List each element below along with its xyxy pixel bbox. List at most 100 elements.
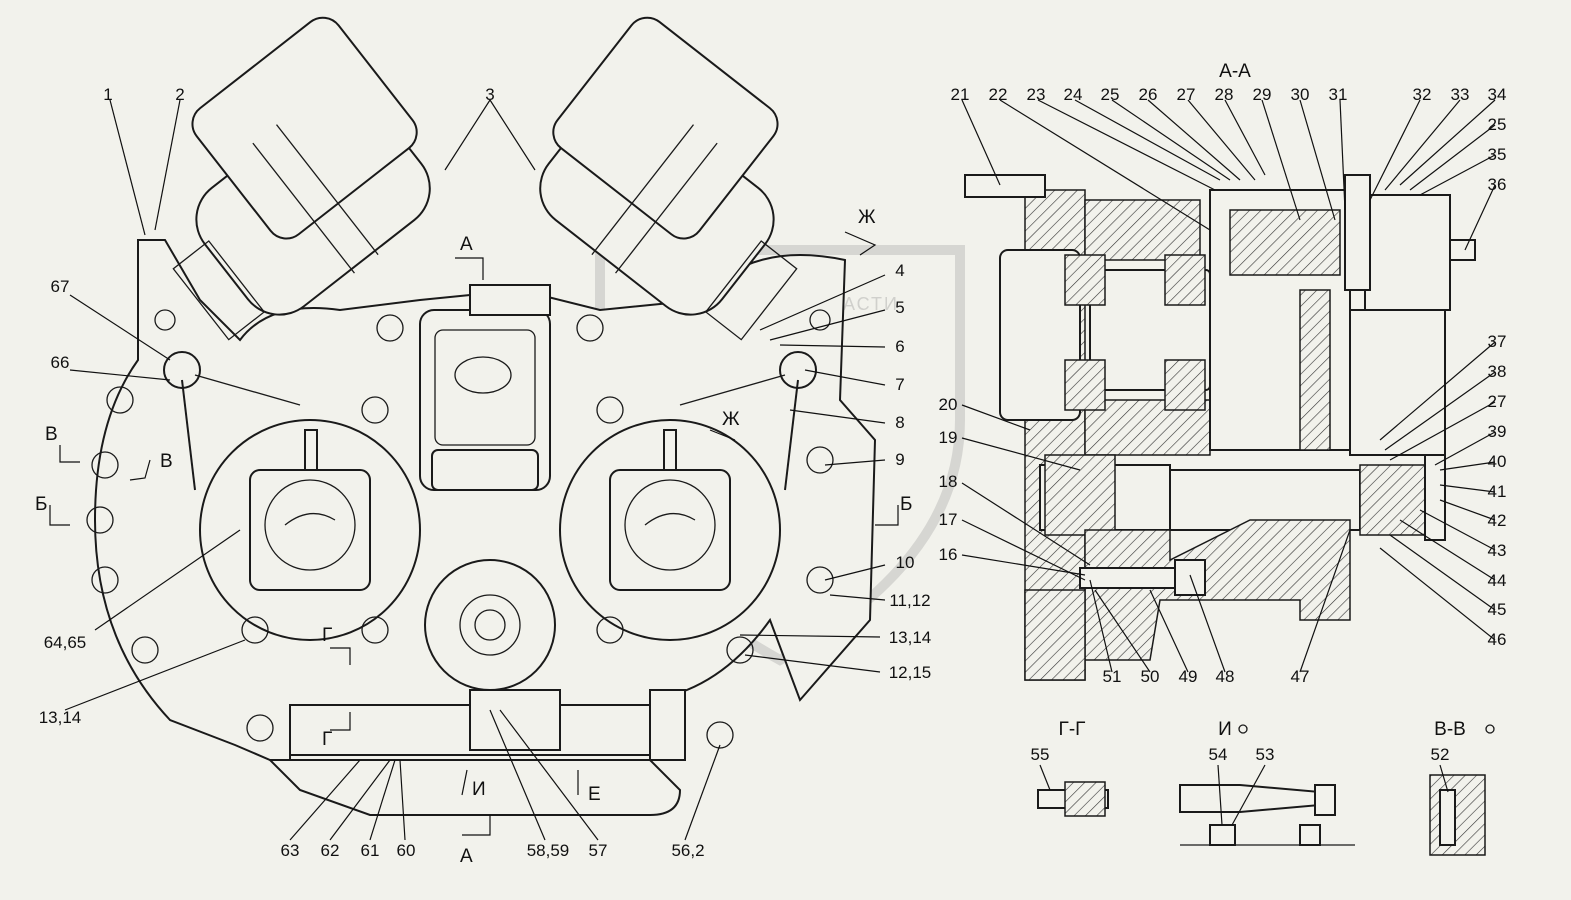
callout: 12,15 bbox=[889, 663, 932, 682]
callout: 24 bbox=[1064, 85, 1083, 104]
callout: 48 bbox=[1216, 667, 1235, 686]
callout: 5 bbox=[895, 298, 904, 317]
callout: 41 bbox=[1488, 482, 1507, 501]
section-marks bbox=[49, 231, 899, 836]
title-section-vv: В-В bbox=[1434, 719, 1466, 740]
marker-zh-top: Ж bbox=[858, 207, 876, 228]
callout: 19 bbox=[939, 428, 958, 447]
leaders-aa bbox=[961, 99, 1496, 673]
section-vv bbox=[1429, 764, 1486, 856]
callout: 62 bbox=[321, 841, 340, 860]
callout: 60 bbox=[397, 841, 416, 860]
callout: 21 bbox=[951, 85, 970, 104]
bolts bbox=[86, 309, 834, 749]
callout: 45 bbox=[1488, 600, 1507, 619]
section-aa bbox=[964, 174, 1476, 681]
marker-b-left: Б bbox=[35, 494, 47, 515]
callout: 39 bbox=[1488, 422, 1507, 441]
section-gg bbox=[1037, 764, 1109, 817]
callout: 27 bbox=[1177, 85, 1196, 104]
section-ii bbox=[1179, 764, 1355, 846]
callout: 49 bbox=[1179, 667, 1198, 686]
callout: 58,59 bbox=[527, 841, 570, 860]
marker-v-right: В bbox=[160, 451, 173, 472]
callout: 30 bbox=[1291, 85, 1310, 104]
callout: 67 bbox=[51, 277, 70, 296]
callout: 42 bbox=[1488, 511, 1507, 530]
callout: 57 bbox=[589, 841, 608, 860]
callout: 56,2 bbox=[671, 841, 704, 860]
marker-e-arrow: Е bbox=[588, 784, 601, 805]
right-chamber bbox=[539, 16, 798, 341]
marker-v-left: В bbox=[45, 424, 58, 445]
callout: 29 bbox=[1253, 85, 1272, 104]
callout: 2 bbox=[175, 85, 184, 104]
marker-b-right: Б bbox=[900, 494, 912, 515]
callout: 10 bbox=[896, 553, 915, 572]
callout: 50 bbox=[1141, 667, 1160, 686]
callout: 51 bbox=[1103, 667, 1122, 686]
callouts-aa: 21 22 23 24 25 26 27 28 29 30 31 32 33 3… bbox=[939, 85, 1507, 764]
callout: 1 bbox=[103, 85, 112, 104]
rotate-icon bbox=[1485, 724, 1495, 734]
left-hub bbox=[199, 419, 421, 641]
callout: 52 bbox=[1431, 745, 1450, 764]
callout: 32 bbox=[1413, 85, 1432, 104]
main-view bbox=[49, 16, 899, 841]
lower-hub bbox=[424, 559, 556, 691]
callout: 61 bbox=[361, 841, 380, 860]
callout: 13,14 bbox=[889, 628, 932, 647]
callout: 44 bbox=[1488, 571, 1507, 590]
marker-a-top: А bbox=[460, 234, 473, 255]
callout: 47 bbox=[1291, 667, 1310, 686]
callout: 46 bbox=[1488, 630, 1507, 649]
callout: 37 bbox=[1488, 332, 1507, 351]
callout: 34 bbox=[1488, 85, 1507, 104]
callout: 25 bbox=[1101, 85, 1120, 104]
callout: 53 bbox=[1256, 745, 1275, 764]
callout: 8 bbox=[895, 413, 904, 432]
callout: 31 bbox=[1329, 85, 1348, 104]
callout: 16 bbox=[939, 545, 958, 564]
callout: 9 bbox=[895, 450, 904, 469]
title-section-aa: А-А bbox=[1219, 61, 1251, 82]
callout: 36 bbox=[1488, 175, 1507, 194]
marker-zh-mid: Ж bbox=[722, 409, 740, 430]
callout: 6 bbox=[895, 337, 904, 356]
callout: 26 bbox=[1139, 85, 1158, 104]
callout: 23 bbox=[1027, 85, 1046, 104]
title-section-gg: Г-Г bbox=[1059, 719, 1086, 740]
callout: 66 bbox=[51, 353, 70, 372]
marker-a-bottom: А bbox=[460, 846, 473, 867]
callout: 54 bbox=[1209, 745, 1228, 764]
callout: 33 bbox=[1451, 85, 1470, 104]
callouts-main: 1 2 3 4 5 6 7 8 9 10 11,12 13,14 12,15 6… bbox=[39, 85, 932, 860]
left-chamber bbox=[172, 16, 431, 341]
marker-g-top: Г bbox=[322, 625, 332, 646]
callout: 4 bbox=[895, 261, 904, 280]
callout: 64,65 bbox=[44, 633, 87, 652]
callout: 3 bbox=[485, 85, 494, 104]
callout: 38 bbox=[1488, 362, 1507, 381]
callout: 43 bbox=[1488, 541, 1507, 560]
callout: 20 bbox=[939, 395, 958, 414]
callout: 27 bbox=[1488, 392, 1507, 411]
marker-g-bottom: Г bbox=[322, 729, 332, 750]
callout: 25 bbox=[1488, 115, 1507, 134]
callout: 7 bbox=[895, 375, 904, 394]
callout: 35 bbox=[1488, 145, 1507, 164]
callout: 28 bbox=[1215, 85, 1234, 104]
marker-i-arrow: И bbox=[472, 779, 486, 800]
callout: 13,14 bbox=[39, 708, 82, 727]
rotate-icon bbox=[1238, 724, 1248, 734]
callout: 17 bbox=[939, 510, 958, 529]
leaders-main bbox=[64, 99, 886, 841]
callout: 11,12 bbox=[889, 591, 930, 610]
callout: 40 bbox=[1488, 452, 1507, 471]
callout: 55 bbox=[1031, 745, 1050, 764]
callout: 63 bbox=[281, 841, 300, 860]
title-section-ii: И bbox=[1218, 719, 1232, 740]
right-hub bbox=[559, 419, 781, 641]
callout: 22 bbox=[989, 85, 1008, 104]
